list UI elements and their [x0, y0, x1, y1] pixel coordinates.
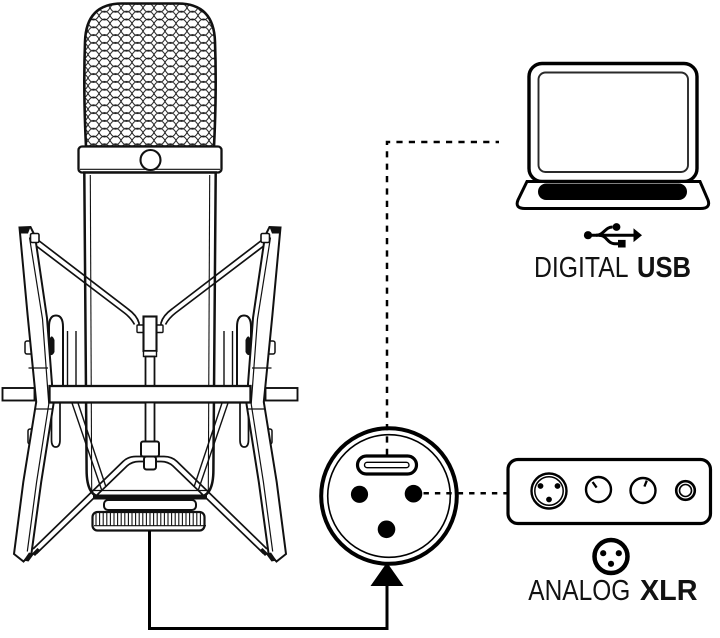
svg-text:ANALOG: ANALOG: [528, 575, 630, 607]
svg-text:DIGITAL: DIGITAL: [534, 252, 629, 284]
svg-text:XLR: XLR: [640, 575, 698, 607]
svg-text:USB: USB: [637, 252, 691, 284]
